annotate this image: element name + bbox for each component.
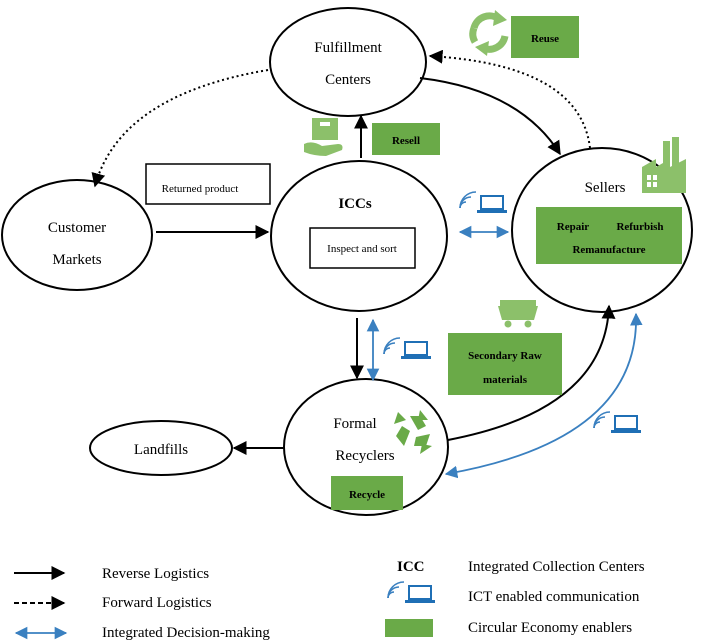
landfills-node (89, 420, 233, 476)
resell-hand-box-icon (304, 118, 343, 156)
factory-icon (642, 137, 686, 193)
repair-label: Repair (557, 221, 590, 233)
fulfillment-label-2: Centers (325, 72, 371, 88)
arrow-sellers-recyclers-decision (444, 312, 643, 479)
iccs-title: ICCs (338, 196, 372, 212)
legend-forward-label: Forward Logistics (102, 595, 212, 611)
legend: Reverse Logistics Forward Logistics Inte… (14, 559, 645, 641)
recycle-enabler (331, 476, 403, 510)
inspect-sort-label: Inspect and sort (327, 243, 397, 255)
arrow-fulfillment-to-sellers (419, 77, 561, 156)
arrow-sellers-to-fulfillment (428, 49, 591, 149)
legend-ce-label: Circular Economy enablers (468, 620, 632, 636)
fulfillment-centers-node (269, 7, 427, 117)
resell-label: Resell (392, 135, 420, 147)
sellers-enabler-box (536, 207, 682, 264)
returned-product-box (145, 163, 271, 205)
returned-product-label: Returned product (162, 183, 239, 195)
legend-ict-laptop-icon (387, 581, 435, 603)
landfills-label: Landfills (134, 442, 188, 458)
secondary-raw-label-1: Secondary Raw (468, 350, 542, 362)
legend-icc-label: Integrated Collection Centers (468, 559, 645, 575)
legend-reverse-label: Reverse Logistics (102, 566, 209, 582)
recycle-icon (394, 410, 432, 454)
ict-laptop-icon (593, 411, 641, 433)
customer-label-1: Customer (48, 220, 106, 236)
refurbish-label: Refurbish (616, 221, 663, 233)
fulfillment-label-1: Fulfillment (314, 40, 382, 56)
ict-laptop-icon (383, 337, 431, 359)
recyclers-label-1: Formal (333, 416, 376, 432)
secondary-raw-label-2: materials (483, 374, 528, 386)
inspect-sort-box (309, 227, 416, 269)
ict-laptop-icon (459, 191, 507, 213)
reuse-cycle-icon (469, 10, 509, 56)
recycle-label: Recycle (349, 489, 385, 501)
remanufacture-label: Remanufacture (572, 244, 645, 256)
reuse-enabler (511, 16, 579, 58)
reuse-label: Reuse (531, 33, 559, 45)
customer-label-2: Markets (52, 252, 101, 268)
mine-cart-icon (498, 300, 538, 328)
arrow-fulfillment-to-customer (91, 69, 269, 188)
legend-decision-label: Integrated Decision-making (102, 625, 270, 641)
recyclers-label-2: Recyclers (335, 448, 394, 464)
legend-icc-abbr: ICC (397, 559, 425, 575)
secondary-raw-enabler (448, 333, 562, 395)
legend-ce-swatch (385, 619, 433, 637)
resell-enabler (372, 123, 440, 155)
legend-ict-label: ICT enabled communication (468, 589, 640, 605)
sellers-title: Sellers (585, 180, 626, 196)
customer-markets-node (1, 179, 153, 291)
